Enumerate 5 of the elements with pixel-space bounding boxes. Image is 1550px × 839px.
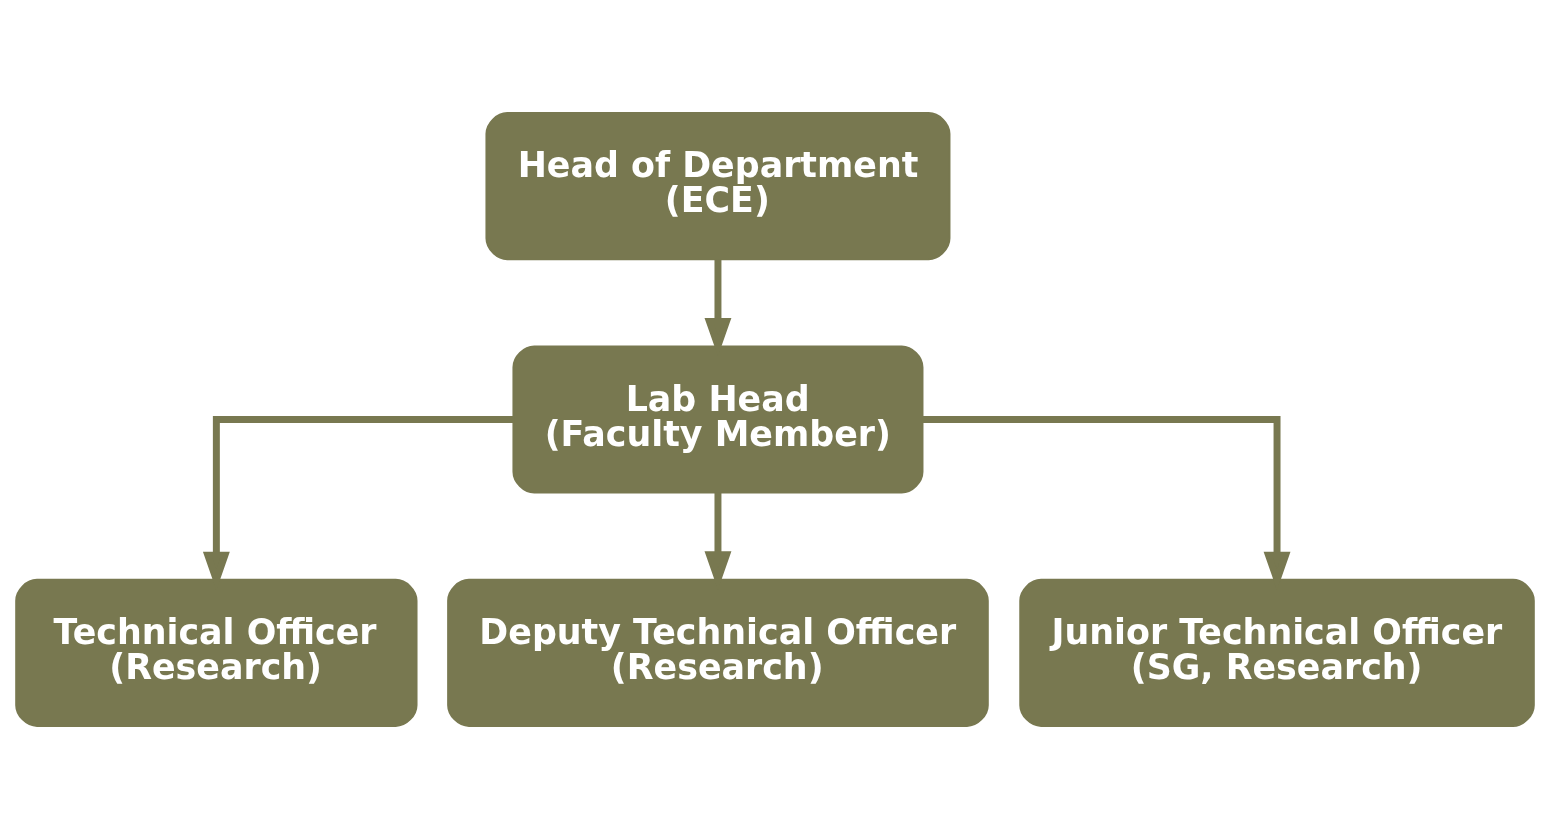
node-box: Junior Technical Officer (SG, Research)	[1019, 578, 1535, 727]
node-box: Deputy Technical Officer (Research)	[447, 578, 989, 727]
node-box: Head of Department (ECE)	[485, 112, 951, 261]
node-box: Lab Head (Faculty Member)	[512, 345, 924, 494]
node-box: Technical Officer (Research)	[15, 578, 418, 727]
